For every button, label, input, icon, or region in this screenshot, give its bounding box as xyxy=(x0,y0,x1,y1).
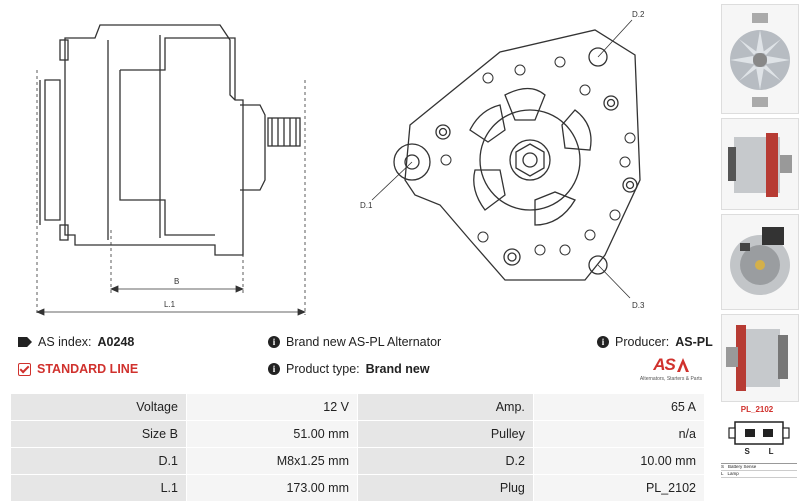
spec-label: D.2 xyxy=(357,447,534,475)
thumbnail-side-view-2[interactable] xyxy=(721,314,799,402)
front-bracket-outline xyxy=(404,29,641,281)
brand-new-text: Brand new AS-PL Alternator xyxy=(286,335,442,349)
producer-label: Producer: xyxy=(615,335,670,349)
spec-value: 173.00 mm xyxy=(185,474,359,502)
info-icon: i xyxy=(268,363,280,375)
table-row: Voltage 12 V Amp. 65 A xyxy=(10,393,706,421)
producer-value: AS-PL xyxy=(675,335,713,349)
alternator-side-outline xyxy=(64,24,244,256)
label-l1: L.1 xyxy=(164,300,176,309)
product-type: i Product type: Brand new xyxy=(268,362,430,376)
thumbnail-side-view[interactable] xyxy=(721,118,799,210)
as-index-label: AS index: xyxy=(38,335,92,349)
as-index: AS index: A0248 xyxy=(18,335,134,349)
standard-line-label: STANDARD LINE xyxy=(37,362,139,376)
spec-label: L.1 xyxy=(10,474,187,502)
spec-value: 12 V xyxy=(185,393,359,421)
spec-value: n/a xyxy=(532,420,706,448)
spec-label: Voltage xyxy=(10,393,187,421)
info-icon: i xyxy=(268,336,280,348)
spec-value: M8x1.25 mm xyxy=(185,447,359,475)
legend-s-text: Battery Sense xyxy=(728,464,757,469)
legend-l-key: L xyxy=(721,471,724,476)
logo-tagline: Alternators, Starters & Parts xyxy=(639,376,703,382)
logo-text: AS xyxy=(653,355,676,374)
checkbox-icon xyxy=(18,362,31,376)
table-row: L.1 173.00 mm Plug PL_2102 xyxy=(10,474,706,502)
plug-code: PL_2102 xyxy=(740,405,774,414)
spec-label: Amp. xyxy=(357,393,534,421)
spec-label: Pulley xyxy=(357,420,534,448)
brand-new-info: i Brand new AS-PL Alternator xyxy=(268,335,441,349)
product-type-value: Brand new xyxy=(365,362,430,376)
tag-icon xyxy=(18,337,32,347)
label-d2: D.2 xyxy=(632,10,645,19)
standard-line: STANDARD LINE xyxy=(18,362,138,376)
spec-value: 65 A xyxy=(532,393,706,421)
as-pl-logo: AS Alternators, Starters & Parts xyxy=(636,355,706,385)
table-row: D.1 M8x1.25 mm D.2 10.00 mm xyxy=(10,447,706,475)
as-index-value: A0248 xyxy=(97,335,135,349)
product-type-label: Product type: xyxy=(286,362,360,376)
legend-s-key: S xyxy=(721,464,725,469)
spec-label: Size B xyxy=(10,420,187,448)
spec-value: 51.00 mm xyxy=(185,420,359,448)
spec-value: 10.00 mm xyxy=(532,447,706,475)
technical-drawing: B L.1 D.1 D.2 D.3 xyxy=(35,10,645,316)
label-b: B xyxy=(174,277,179,286)
terminal-l: L xyxy=(768,447,774,456)
spec-value: PL_2102 xyxy=(532,474,706,502)
spec-label: Plug xyxy=(357,474,534,502)
thumbnail-rear-view[interactable] xyxy=(721,214,799,310)
table-row: Size B 51.00 mm Pulley n/a xyxy=(10,420,706,448)
spec-label: D.1 xyxy=(10,447,187,475)
spec-table: Voltage 12 V Amp. 65 A Size B 51.00 mm P… xyxy=(10,393,706,502)
plug-connector-icon xyxy=(728,421,790,445)
producer: i Producer: AS-PL xyxy=(597,335,713,349)
label-d1: D.1 xyxy=(360,201,373,210)
legend-l-text: Lamp xyxy=(727,471,739,476)
thumbnail-front-view[interactable] xyxy=(721,4,799,114)
logo-mark-icon xyxy=(676,358,689,372)
terminal-s: S xyxy=(744,447,750,456)
info-icon: i xyxy=(597,336,609,348)
label-d3: D.3 xyxy=(632,301,645,310)
